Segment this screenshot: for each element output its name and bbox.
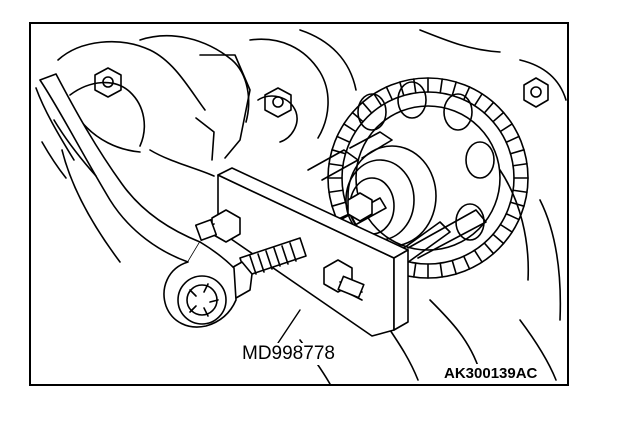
sprocket-tooth [500,224,512,232]
sprocket-tooth [414,79,416,93]
sprocket-tooth [474,94,482,106]
sprocket-tooth [506,214,519,220]
sprocket-tooth [329,190,343,192]
sprocket-tooth [493,234,504,243]
sprocket-tooth [332,202,345,206]
sprocket-tooth [337,136,350,142]
sprocket-tooth [386,87,392,100]
sprocket-tooth [500,124,512,132]
engine-bolt-icon [265,88,291,117]
sprocket-tooth [363,102,372,113]
puller-pins [308,132,486,268]
sprocket-tooth [513,190,527,192]
sprocket-tooth [332,150,345,154]
sprocket-tooth [484,243,493,254]
sprocket-tooth [329,164,343,166]
sprocket-tooth [374,94,382,106]
figure-reference-code: AK300139AC [442,364,540,384]
sprocket-tooth [440,263,442,277]
sprocket-tooth [464,256,470,269]
plate-bolt-icon [324,260,364,300]
sprocket-tooth [511,202,524,206]
sprocket-tooth [344,124,356,132]
plate-bolt-icon [196,210,240,242]
sprocket-tooth [452,82,456,95]
sprocket-tooth [484,102,493,113]
sprocket-tooth [452,261,456,274]
sprocket-tooth [511,150,524,154]
tool-part-number-label: MD998778 [240,343,337,365]
plate-bolt-icon [348,193,372,221]
box-wrench [36,74,236,327]
sprocket-tooth [493,113,504,122]
sprocket-tooth [464,87,470,100]
sprocket-tooth [474,250,482,262]
sprocket-tooth [414,263,416,277]
sprocket-tooth [513,164,527,166]
leader-line [276,310,300,346]
engine-bolt-icon [524,78,548,107]
sprocket-tooth [506,136,519,142]
engine-bolt-icon [95,68,121,97]
sprocket-tooth [440,79,442,93]
